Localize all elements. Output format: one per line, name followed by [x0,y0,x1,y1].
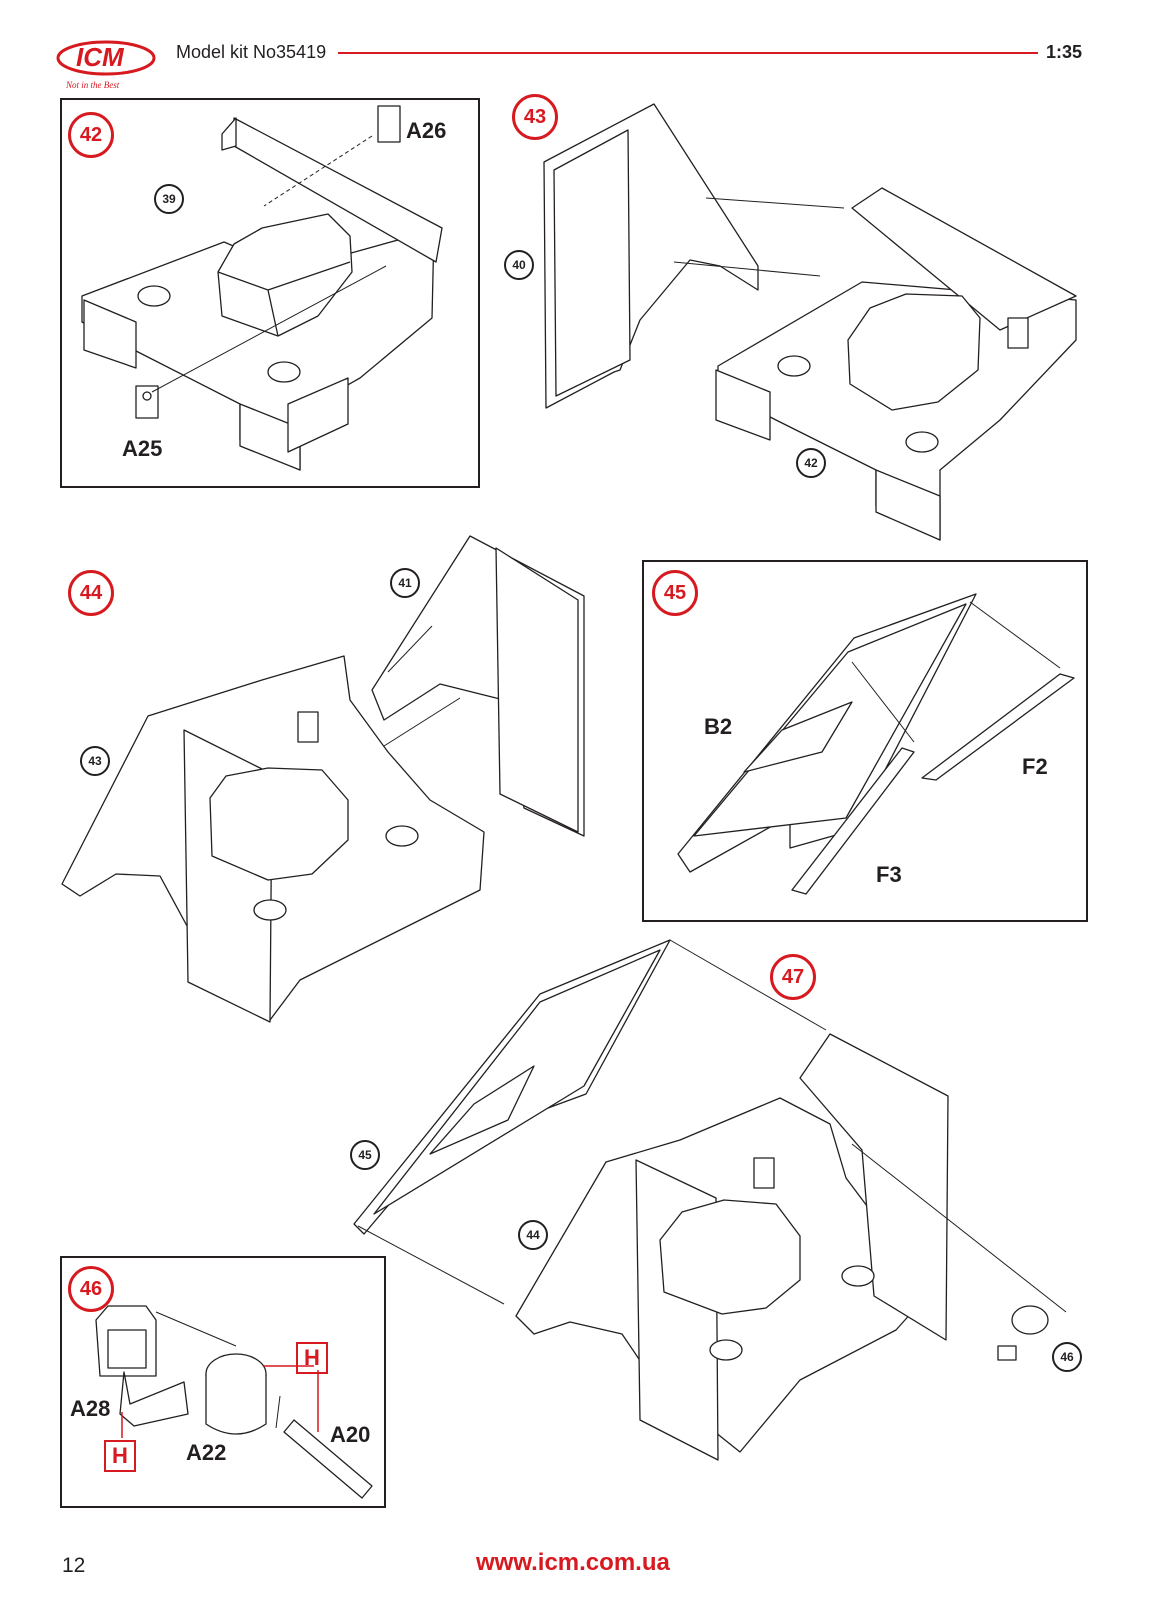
part-F3: F3 [876,862,902,887]
model-kit-number: Model kit No35419 [176,42,327,62]
ref-45: 45 [350,1140,380,1170]
step-45-number: 45 [652,570,698,616]
logo-tagline: Not in the Best [65,80,120,90]
part-A26: A26 [406,118,447,143]
step-46-number: 46 [68,1266,114,1312]
glue-mark-h-bottom: H [104,1440,136,1472]
step44-drawing [62,536,584,1022]
scale-label: 1:35 [1046,42,1083,62]
step45-drawing [678,594,1074,894]
website-link[interactable]: www.icm.com.ua [476,1549,670,1576]
logo-text: ICM [76,42,125,72]
part-A20: A20 [330,1422,371,1447]
ref-40: 40 [504,250,534,280]
header-rule [338,52,1038,54]
ref-44: 44 [518,1220,548,1250]
step46-drawing [96,1306,372,1498]
step-47-number: 47 [770,954,816,1000]
step42-drawing [82,106,442,470]
step-43-number: 43 [512,94,558,140]
ref-39: 39 [154,184,184,214]
step-44-number: 44 [68,570,114,616]
ref-43: 43 [80,746,110,776]
step47-drawing [354,940,1048,1460]
part-B2: B2 [704,714,733,739]
part-F2: F2 [1022,754,1048,779]
part-A28: A28 [70,1396,111,1421]
glue-mark-h-top: H [296,1342,328,1374]
step42-frame [60,98,480,488]
step46-frame [60,1256,386,1508]
part-A25: A25 [122,436,163,461]
step45-frame [642,560,1088,922]
ref-46: 46 [1052,1342,1082,1372]
page-number: 12 [62,1554,86,1577]
ref-42: 42 [796,448,826,478]
ref-41: 41 [390,568,420,598]
step-42-number: 42 [68,112,114,158]
step43-drawing [544,104,1076,540]
part-A22: A22 [186,1440,227,1465]
icm-logo: ICM Not in the Best [54,28,166,92]
